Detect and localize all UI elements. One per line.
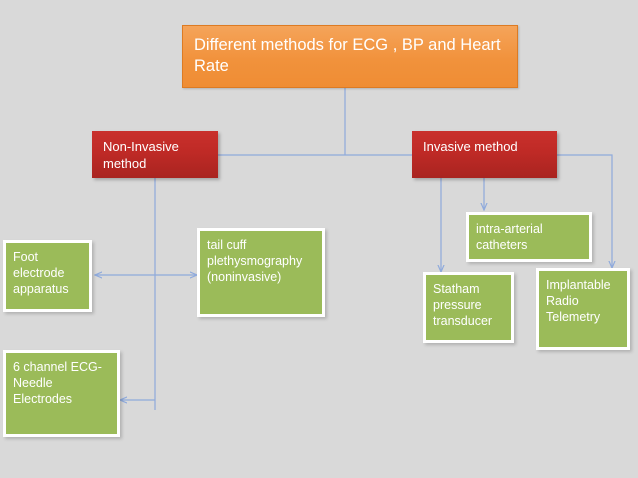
node-implantable-radio-telemetry[interactable]: Implantable Radio Telemetry: [536, 268, 630, 350]
node-title-different-methods[interactable]: Different methods for ECG , BP and Heart…: [182, 25, 518, 88]
node-non-invasive-method[interactable]: Non-Invasive method: [92, 131, 218, 178]
node-tail-cuff-plethysmography[interactable]: tail cuff plethysmography (noninvasive): [197, 228, 325, 317]
node-6-channel-ecg-needle-electrodes[interactable]: 6 channel ECG-Needle Electrodes: [3, 350, 120, 437]
connector-invasive-to-implantable: [557, 154, 612, 268]
node-invasive-method[interactable]: Invasive method: [412, 131, 557, 178]
node-foot-electrode-apparatus[interactable]: Foot electrode apparatus: [3, 240, 92, 312]
node-intra-arterial-catheters[interactable]: intra-arterial catheters: [466, 212, 592, 262]
node-statham-pressure-transducer[interactable]: Statham pressure transducer: [423, 272, 514, 343]
